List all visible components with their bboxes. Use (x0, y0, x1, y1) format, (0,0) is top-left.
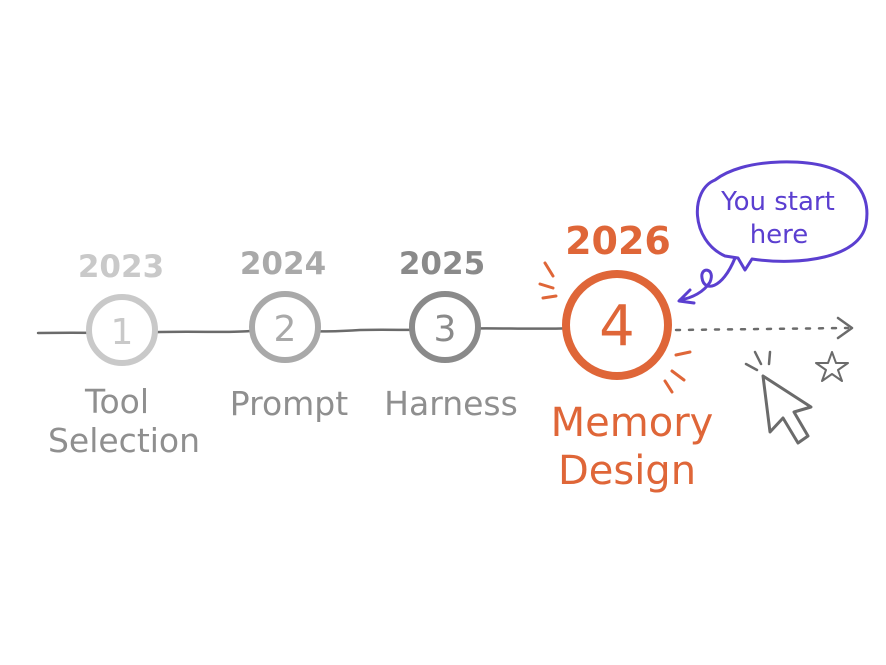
step-4-label-line-2: Design (558, 448, 696, 494)
timeline-step-1: 2023 1 Tool Selection (48, 249, 200, 460)
step-1-year: 2023 (78, 249, 164, 285)
step-4-year: 2026 (565, 219, 671, 263)
step-3-label-line-1: Harness (384, 384, 518, 423)
step-3-year: 2025 (399, 246, 485, 282)
step-1-label-line-2: Selection (48, 421, 200, 460)
step-2-circle (249, 291, 321, 363)
step-1-number: 1 (111, 312, 134, 353)
step-2-label-line-1: Prompt (230, 384, 348, 423)
callout-pointer-arrow (678, 256, 737, 302)
callout-bubble: You start here (677, 160, 869, 305)
callout-bubble-outline (695, 160, 869, 272)
timeline-step-3: 2025 3 Harness (384, 246, 518, 423)
step-4-circle (562, 270, 672, 380)
step-1-circle (86, 294, 158, 366)
step-2-number: 2 (274, 309, 297, 350)
step-3-circle (409, 291, 481, 363)
callout-line-1: You start (720, 187, 835, 217)
step-4-label-line-1: Memory (551, 400, 714, 446)
callout-line-2: here (750, 220, 809, 250)
dotted-arrow-icon (674, 316, 854, 340)
timeline-step-4-current: 2026 4 Memory Design (538, 219, 714, 494)
timeline-step-2: 2024 2 Prompt (230, 246, 348, 423)
emphasis-marks (538, 261, 692, 394)
step-4-number: 4 (599, 294, 635, 359)
pointer-cursor-icon (744, 350, 813, 445)
step-2-year: 2024 (240, 246, 326, 282)
step-1-label-line-1: Tool (84, 382, 149, 421)
step-3-number: 3 (434, 309, 457, 350)
star-icon (815, 351, 849, 382)
